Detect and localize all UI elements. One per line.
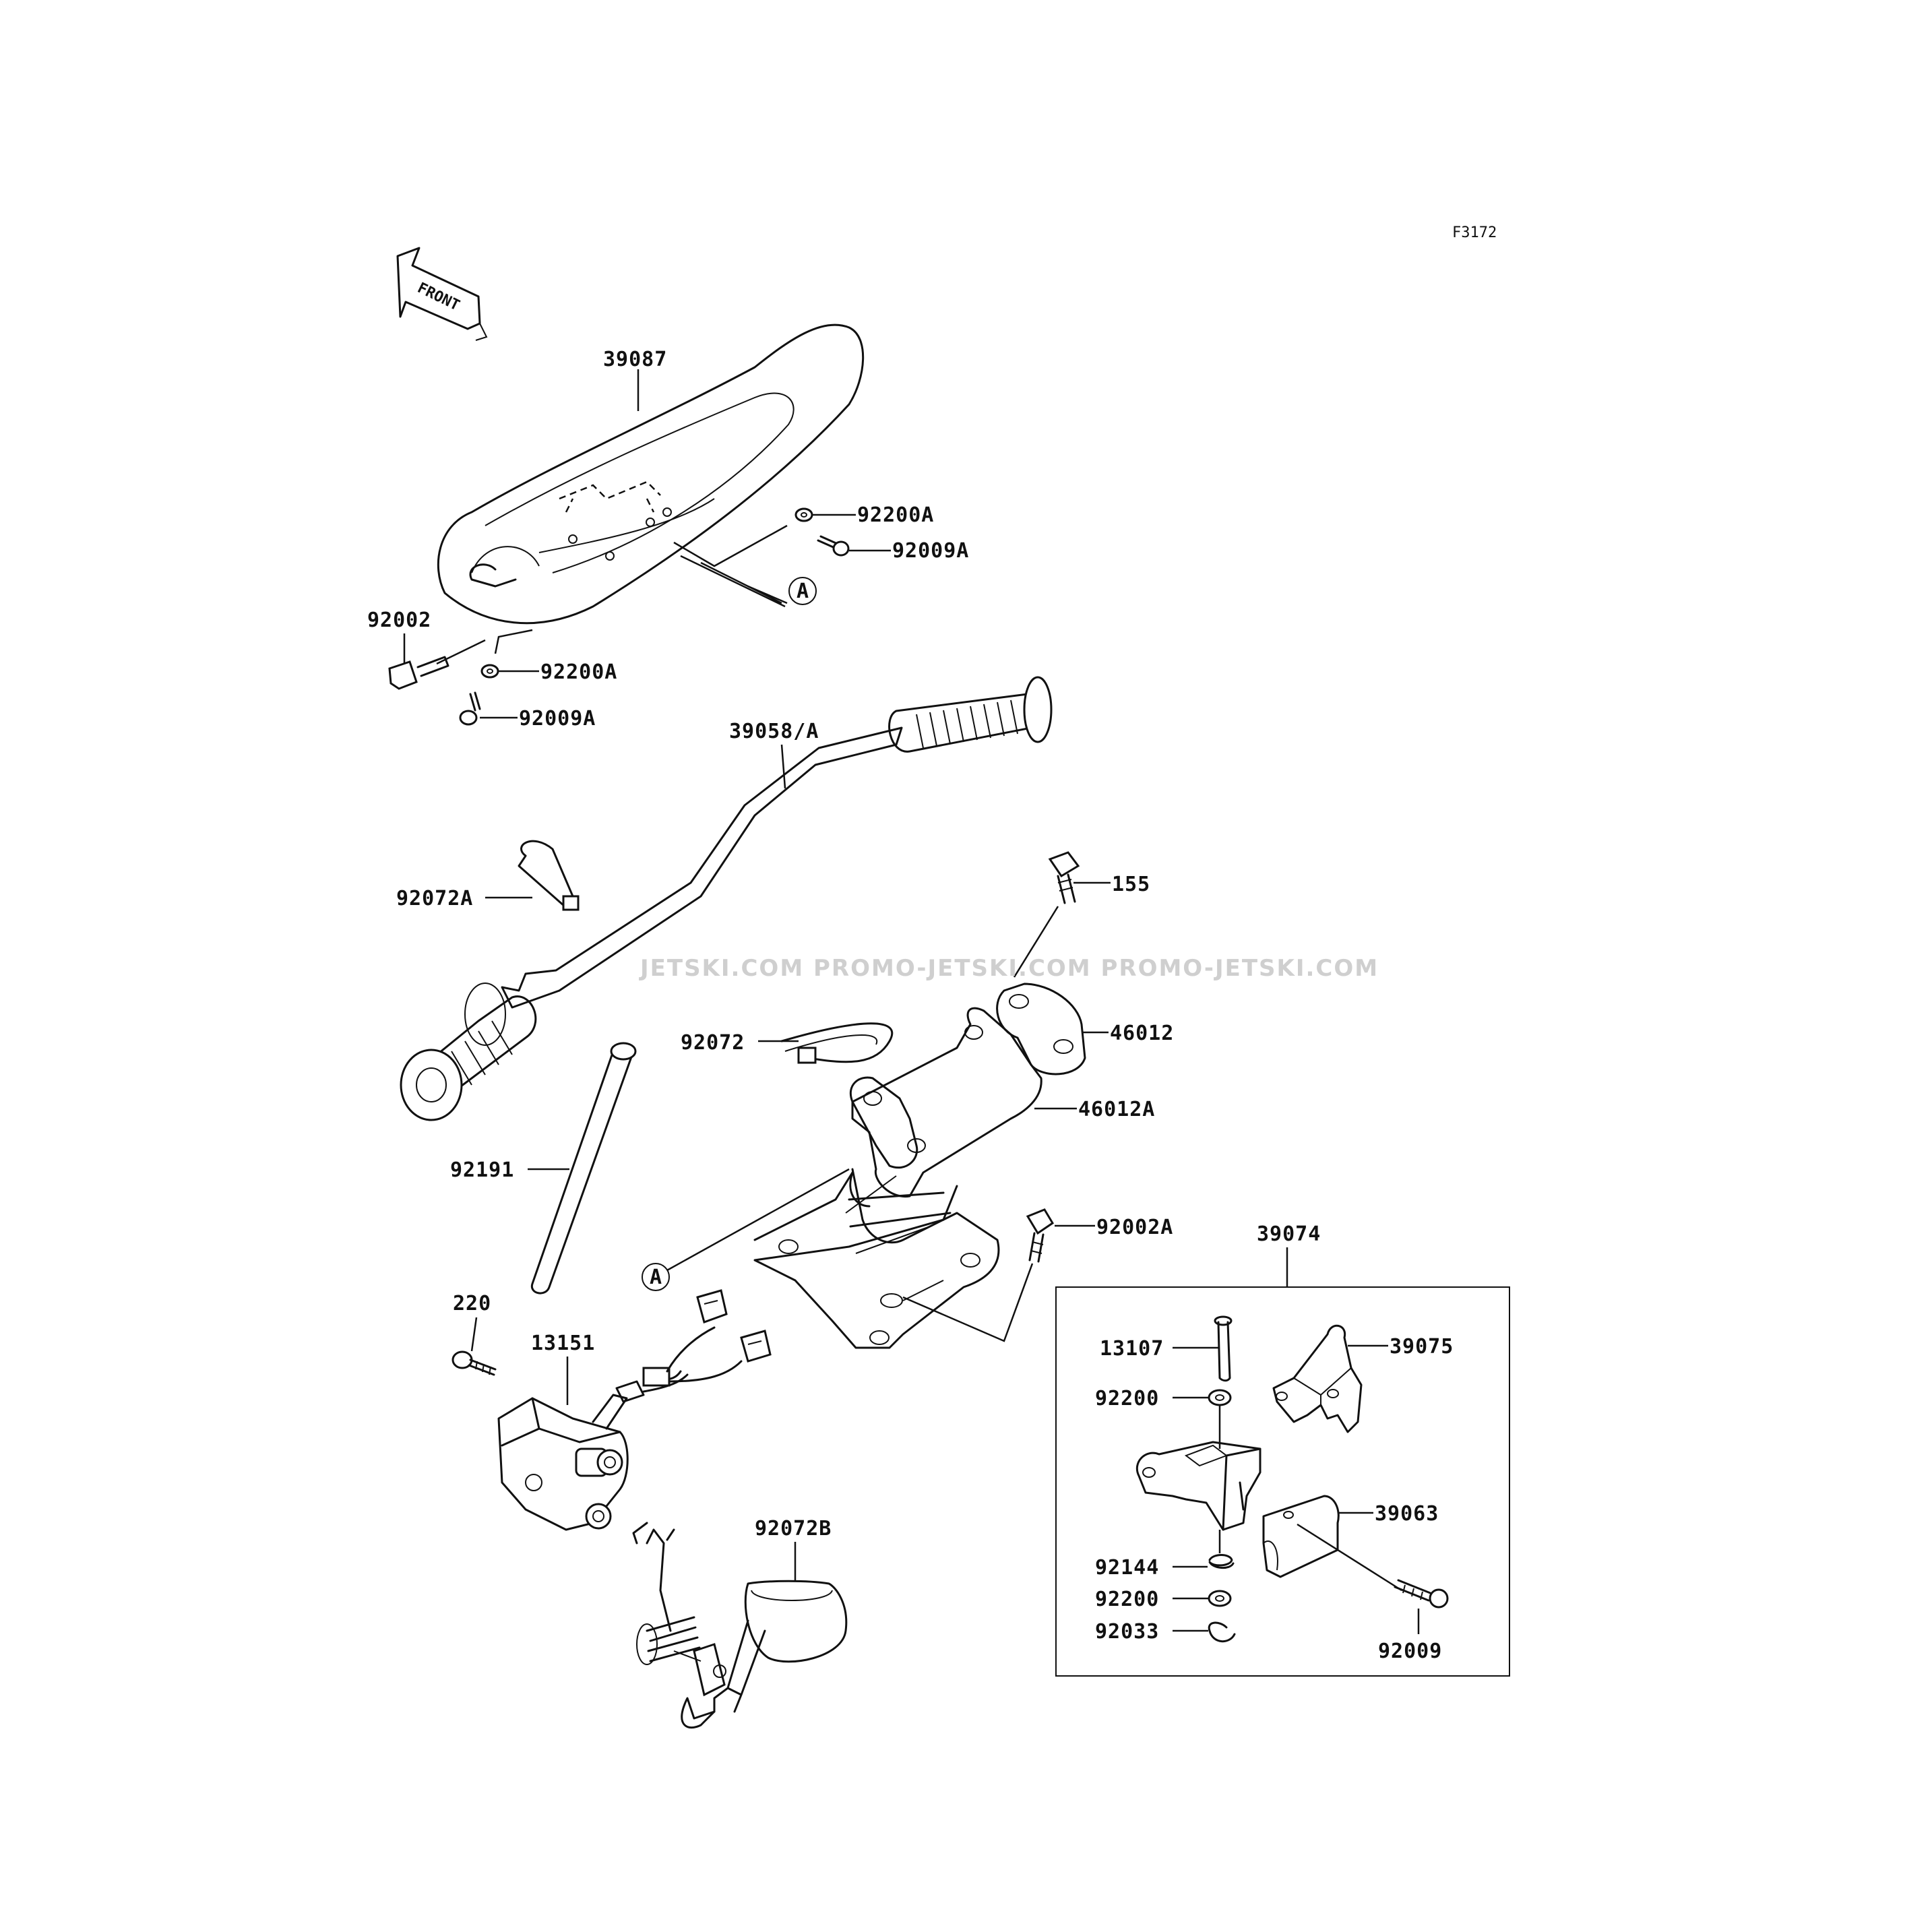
sub-assembly-frame bbox=[1055, 1286, 1510, 1677]
ref-marker-a-top bbox=[788, 577, 817, 605]
steering-post bbox=[753, 1007, 1042, 1349]
part-label-92002: 92002 bbox=[367, 609, 431, 632]
part-label-92072B: 92072B bbox=[755, 1517, 832, 1540]
bracket-spring-clip bbox=[632, 1522, 848, 1729]
part-label-92200A-top: 92200A bbox=[857, 503, 934, 527]
part-label-92200A-bottom: 92200A bbox=[540, 660, 617, 684]
cable-tie-icon bbox=[518, 840, 580, 911]
part-label-92033: 92033 bbox=[1095, 1620, 1159, 1644]
lever-icon bbox=[1272, 1324, 1363, 1433]
part-label-92144: 92144 bbox=[1095, 1556, 1159, 1580]
upper-clamp bbox=[996, 983, 1086, 1076]
part-label-92200-bottom: 92200 bbox=[1095, 1588, 1159, 1611]
tube bbox=[530, 1042, 637, 1295]
part-label-13151: 13151 bbox=[531, 1332, 595, 1355]
part-label-92072A: 92072A bbox=[396, 887, 473, 910]
screw-icon bbox=[817, 535, 850, 557]
handlebar-cover bbox=[437, 323, 865, 625]
throttle-body bbox=[1135, 1441, 1261, 1531]
part-label-39063: 39063 bbox=[1375, 1502, 1439, 1526]
part-label-46012: 46012 bbox=[1110, 1022, 1174, 1045]
washer-icon bbox=[1208, 1590, 1232, 1607]
cable-tie-icon bbox=[780, 1022, 894, 1064]
part-label-92200-top: 92200 bbox=[1095, 1387, 1159, 1410]
clip-icon bbox=[1208, 1621, 1236, 1643]
part-label-39074: 39074 bbox=[1257, 1222, 1321, 1246]
handlebar bbox=[400, 676, 1053, 1121]
ref-marker-a-bottom bbox=[642, 1263, 670, 1291]
part-label-92009: 92009 bbox=[1378, 1640, 1442, 1663]
pin-icon bbox=[1214, 1315, 1233, 1382]
washer-icon bbox=[1208, 1389, 1232, 1406]
screw-icon bbox=[1394, 1579, 1449, 1609]
part-label-220: 220 bbox=[453, 1292, 491, 1315]
part-label-92009A-bottom: 92009A bbox=[519, 707, 596, 730]
ref-marker-a-top-label: A bbox=[797, 580, 809, 603]
part-label-39075: 39075 bbox=[1390, 1335, 1454, 1359]
part-label-39058A: 39058/A bbox=[729, 720, 819, 743]
bolt-icon bbox=[1048, 851, 1080, 904]
part-label-92072: 92072 bbox=[681, 1031, 745, 1055]
part-label-92191: 92191 bbox=[450, 1158, 514, 1182]
part-label-13107: 13107 bbox=[1100, 1337, 1164, 1361]
ref-marker-a-bottom-label: A bbox=[650, 1266, 662, 1289]
part-label-46012A: 46012A bbox=[1078, 1098, 1155, 1121]
front-arrow: FRONT bbox=[396, 247, 488, 341]
washer-icon bbox=[794, 507, 813, 522]
spring-icon bbox=[1208, 1554, 1235, 1569]
watermark: JETSKI.COM PROMO-JETSKI.COM PROMO-JETSKI… bbox=[639, 955, 1379, 982]
cap-icon bbox=[1262, 1495, 1340, 1578]
part-label-92009A-top: 92009A bbox=[892, 539, 969, 563]
part-label-155: 155 bbox=[1112, 873, 1150, 896]
bolt-icon bbox=[1026, 1208, 1055, 1263]
switch-assembly bbox=[497, 1289, 772, 1531]
figure-code: F3172 bbox=[1452, 224, 1497, 241]
part-label-92002A: 92002A bbox=[1096, 1216, 1173, 1239]
screw-icon bbox=[459, 691, 481, 726]
washer-icon bbox=[480, 664, 499, 679]
part-label-39087: 39087 bbox=[603, 348, 667, 371]
screw-icon bbox=[451, 1350, 497, 1376]
bolt-icon bbox=[388, 656, 449, 690]
